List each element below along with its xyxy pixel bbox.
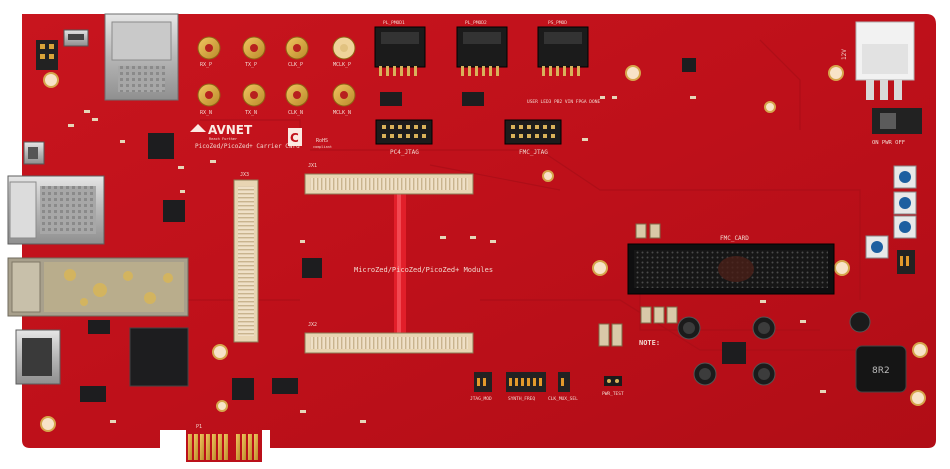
top-micro-usb-port xyxy=(63,29,89,47)
svg-text:TX_P: TX_P xyxy=(245,62,257,68)
sfp-cage xyxy=(7,257,189,317)
fmc-jtag-label: FMC_JTAG xyxy=(519,149,548,156)
inductor-label: 8R2 xyxy=(872,366,890,376)
pwr-test-label: PWR_TEST xyxy=(602,391,624,397)
power-switch xyxy=(872,108,922,134)
large-ics xyxy=(80,58,746,402)
pwr-test-header xyxy=(604,376,622,386)
center-trace xyxy=(394,192,406,337)
p1-label: P1 xyxy=(196,424,202,430)
svg-text:RX_N: RX_N xyxy=(200,110,212,116)
mounting-holes xyxy=(40,65,928,432)
pin-headers-top-left xyxy=(36,40,58,70)
svg-text:RX_P: RX_P xyxy=(200,62,212,68)
capacitors xyxy=(598,223,678,347)
jtag-mode-label: JTAG_MOD xyxy=(470,396,492,402)
clk-mux-sel-label: CLK_MUX_SEL xyxy=(548,396,578,402)
pc4-jtag-label: PC4_JTAG xyxy=(390,149,419,156)
jx3-label: JX3 xyxy=(240,172,249,178)
pmod-label-a: PL_PMOD1 xyxy=(383,20,405,26)
svg-text:C: C xyxy=(290,131,299,145)
power-jack-12v xyxy=(855,21,915,100)
modules-label: MicroZed/PicoZed/PicoZed+ Modules xyxy=(354,266,493,274)
fmc-jtag-header xyxy=(504,119,562,145)
svg-text:MCLK_N: MCLK_N xyxy=(333,110,351,116)
jx1-label: JX1 xyxy=(308,163,317,169)
pmod-connectors xyxy=(374,26,589,68)
svg-text:TX_N: TX_N xyxy=(245,110,257,116)
svg-text:RoHS: RoHS xyxy=(316,138,328,144)
svg-text:compliant: compliant xyxy=(313,145,332,149)
sma-connectors xyxy=(197,36,356,107)
smd-components xyxy=(68,96,826,423)
hdmi-port xyxy=(15,329,61,385)
pcie-gold-fingers xyxy=(188,434,258,460)
fmc-connector xyxy=(627,243,835,295)
svg-text:MCLK_P: MCLK_P xyxy=(333,62,351,68)
fmc-card-label: FMC_CARD xyxy=(720,235,749,242)
cert-marks: C RoHS compliant xyxy=(288,128,332,149)
synth-freq-label: SYNTH_FREQ xyxy=(508,396,535,402)
svg-text:CLK_N: CLK_N xyxy=(288,110,303,116)
note-label: NOTE: xyxy=(639,339,660,347)
pmod-pins xyxy=(379,66,580,76)
jx3-connector xyxy=(233,179,259,343)
pmod-label-b: PL_PMOD2 xyxy=(465,20,487,26)
power-12v-label: 12V xyxy=(841,49,848,60)
pmod-label-c: PS_PMOD xyxy=(548,20,567,26)
pc4-jtag-header xyxy=(375,119,433,145)
user-io-label: USER LED3 PB2 VIN FPGA DONE xyxy=(527,99,600,105)
avnet-logo: AVNET Reach Further xyxy=(190,123,253,141)
sma-labels: RX_P TX_P CLK_P MCLK_P RX_N TX_N CLK_N M… xyxy=(200,62,351,116)
jx2-connector xyxy=(304,332,474,354)
svg-text:AVNET: AVNET xyxy=(208,123,253,137)
svg-text:Reach Further: Reach Further xyxy=(209,137,238,141)
push-buttons xyxy=(865,165,917,259)
left-micro-usb-port xyxy=(23,141,45,165)
board-title: PicoZed/PicoZed+ Carrier Card xyxy=(195,143,300,150)
svg-text:CLK_P: CLK_P xyxy=(288,62,303,68)
top-rj45-jack xyxy=(104,13,179,101)
jx2-label: JX2 xyxy=(308,322,317,328)
power-inductors xyxy=(677,311,907,393)
pwr-switch-label: ON PWR OFF xyxy=(872,140,905,146)
dip-switches xyxy=(474,250,915,392)
jx1-connector xyxy=(304,173,474,195)
left-rj45-jack xyxy=(7,175,105,245)
